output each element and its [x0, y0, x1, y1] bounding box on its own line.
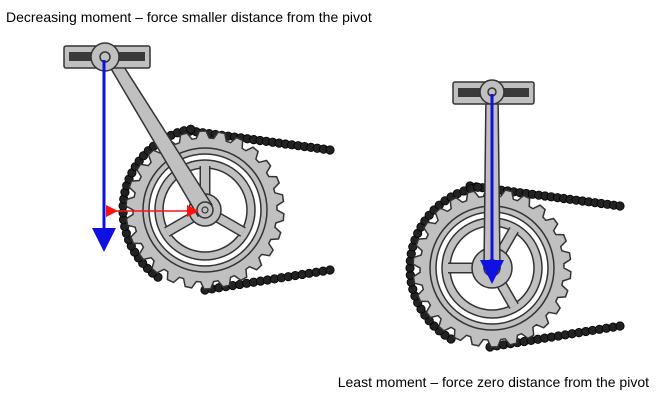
- pivot-pin-left: [201, 206, 209, 214]
- chain-link: [473, 182, 483, 192]
- chain-lower-left: [200, 265, 335, 295]
- chain-link: [615, 321, 625, 331]
- chain-link: [325, 145, 335, 155]
- chain-wrap-right: [405, 182, 483, 344]
- caption-decreasing-moment: Decreasing moment – force smaller distan…: [6, 9, 372, 25]
- chain-link: [615, 201, 625, 211]
- chain-link: [186, 124, 196, 134]
- bicycle-crank-least: [405, 79, 625, 352]
- chain-lower-right: [485, 321, 625, 352]
- caption-least-moment: Least moment – force zero distance from …: [337, 374, 649, 390]
- chain-link: [325, 265, 335, 275]
- bicycle-crank-decreasing: [63, 42, 335, 295]
